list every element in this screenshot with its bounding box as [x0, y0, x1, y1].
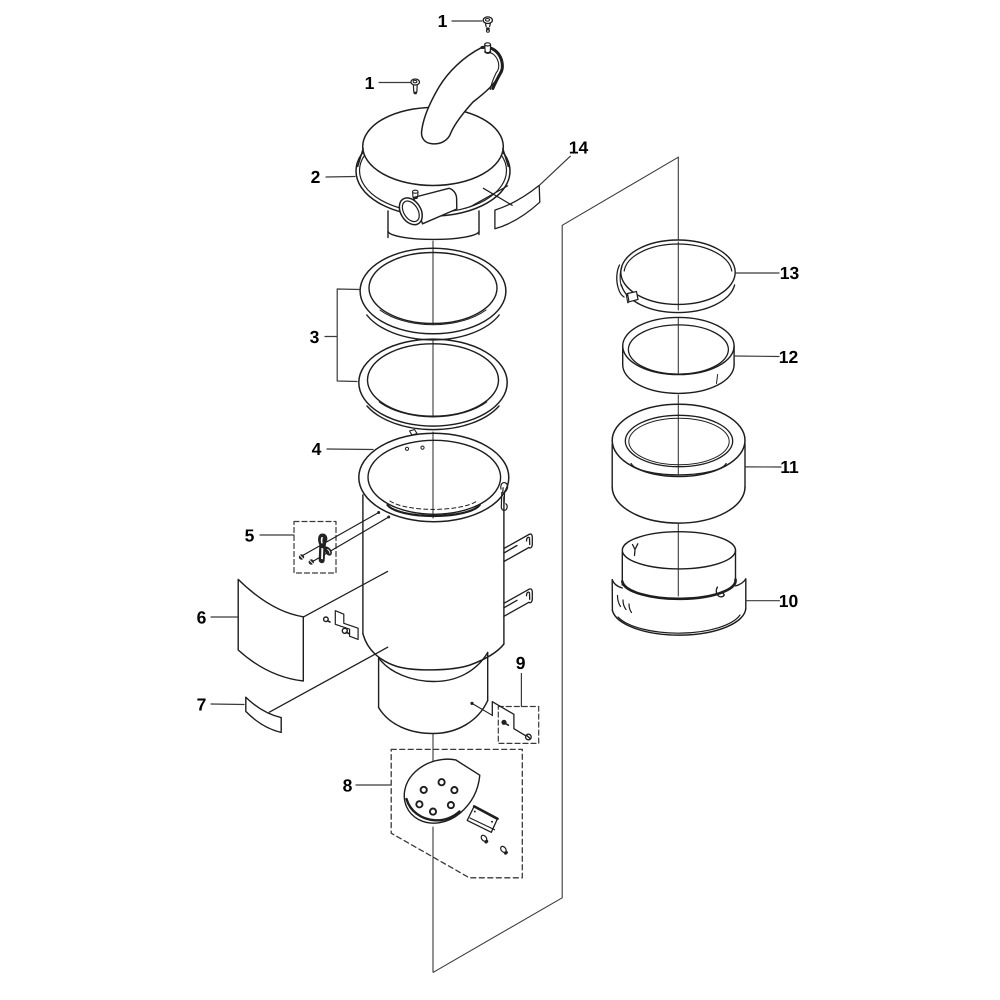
svg-text:11: 11: [780, 457, 799, 477]
svg-text:13: 13: [780, 263, 800, 283]
svg-text:4: 4: [312, 439, 322, 459]
svg-text:3: 3: [310, 327, 320, 347]
svg-text:10: 10: [779, 591, 799, 611]
svg-text:7: 7: [197, 695, 207, 715]
svg-text:1: 1: [438, 11, 448, 31]
svg-text:14: 14: [569, 138, 589, 158]
svg-text:2: 2: [311, 167, 321, 187]
svg-text:6: 6: [197, 608, 207, 628]
svg-text:9: 9: [516, 653, 526, 673]
svg-text:8: 8: [343, 776, 353, 796]
svg-text:5: 5: [245, 526, 255, 546]
svg-text:1: 1: [365, 73, 375, 93]
svg-text:12: 12: [779, 347, 799, 367]
